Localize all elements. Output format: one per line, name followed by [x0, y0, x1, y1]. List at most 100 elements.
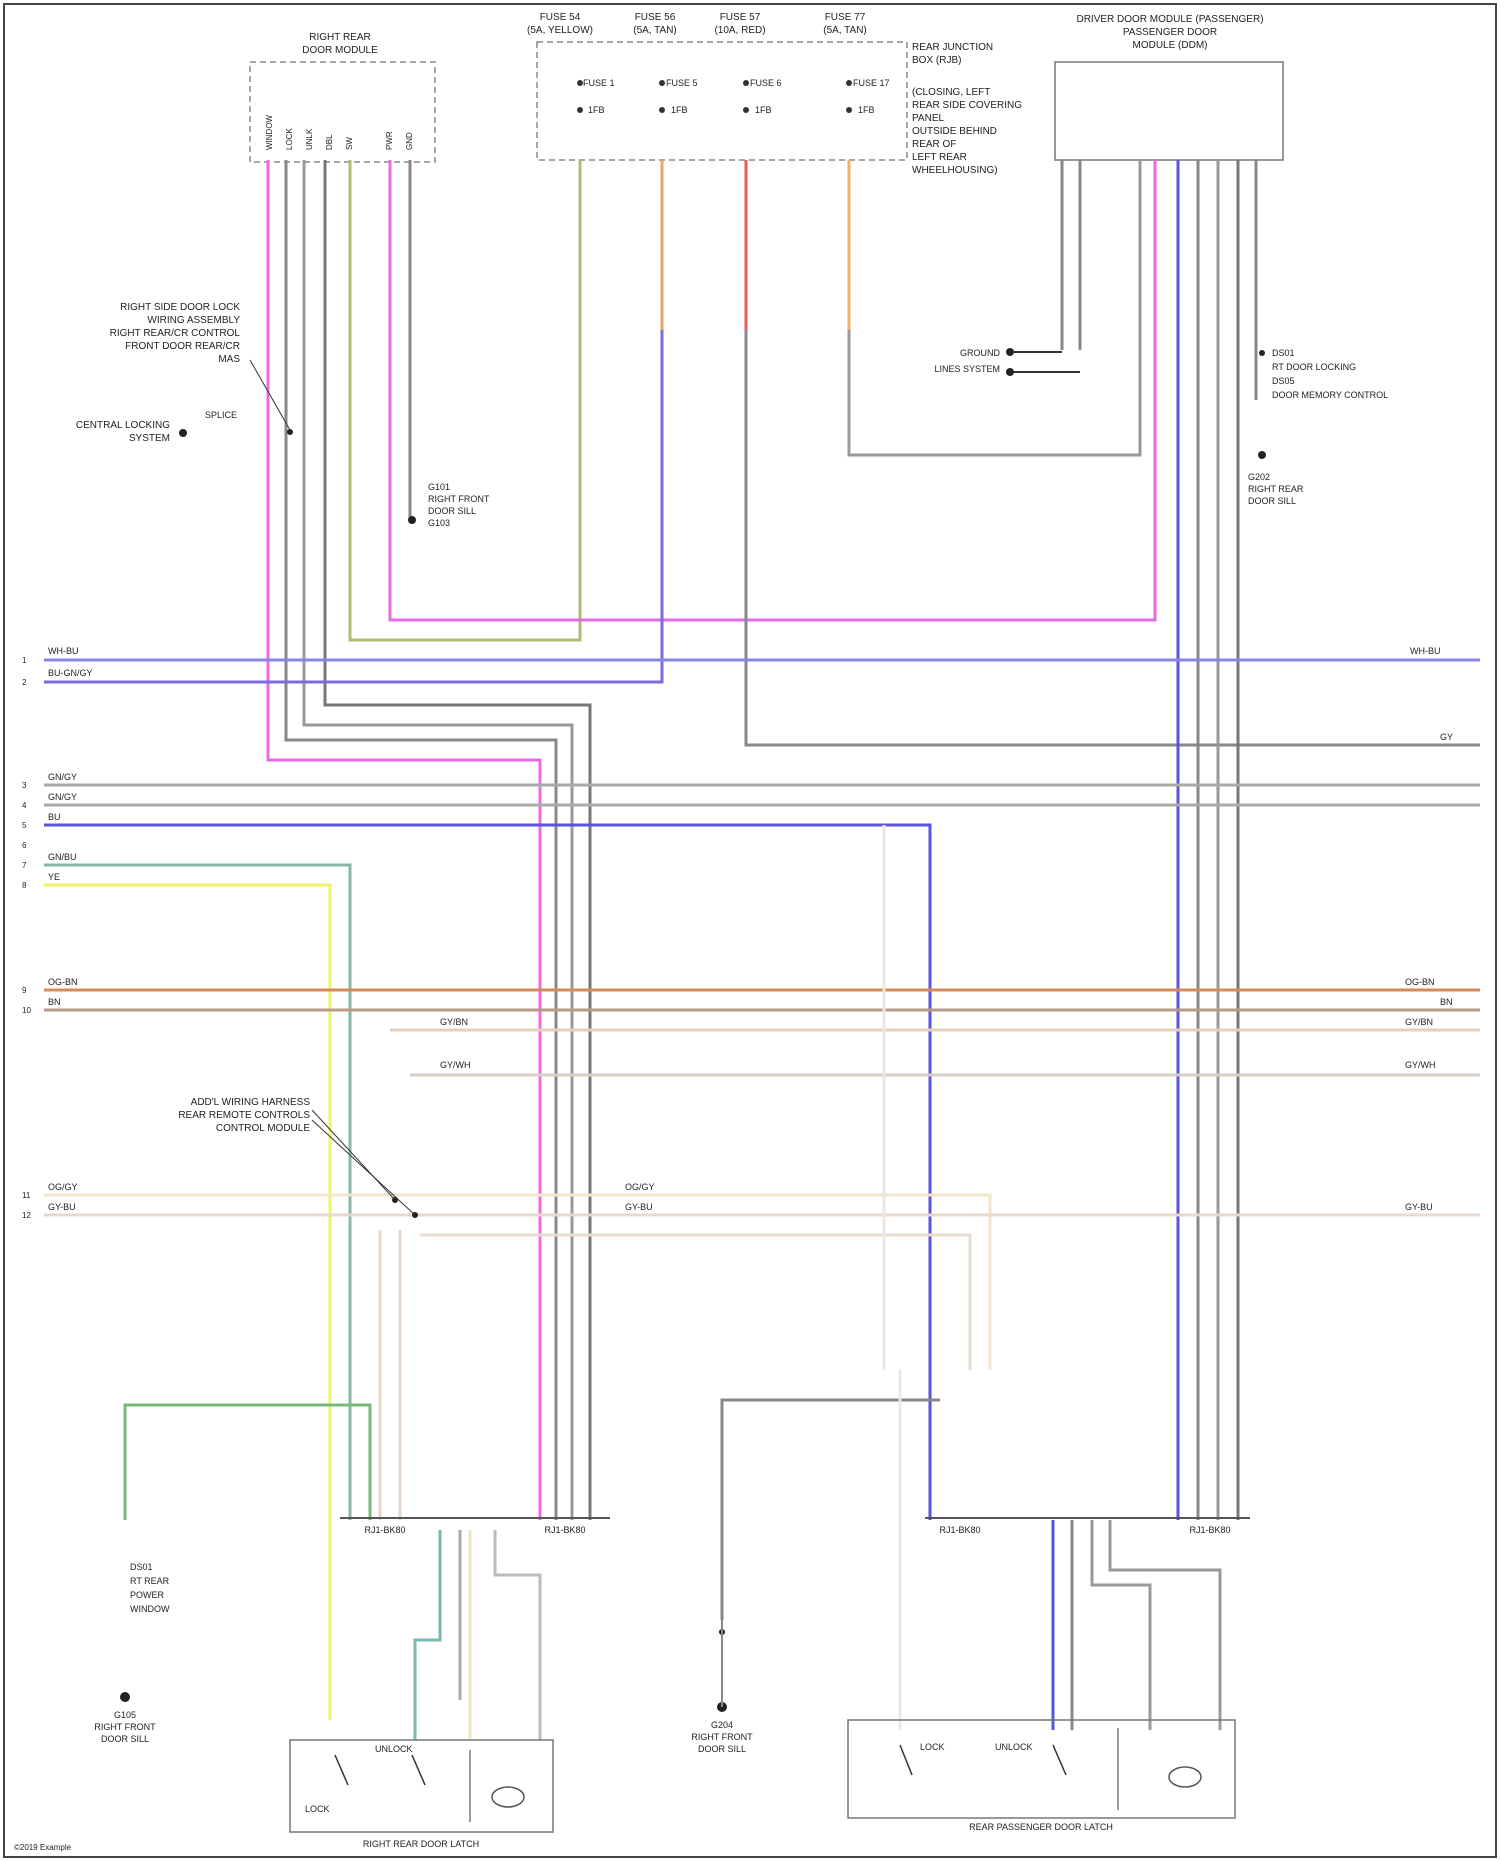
connector-note-4: DOOR MEMORY CONTROL [1272, 390, 1388, 400]
note-line-7: OUTSIDE BEHIND [912, 126, 997, 137]
mid-callout-line-3: CONTROL MODULE [216, 1123, 310, 1134]
bus-num-10: 10 [22, 1006, 31, 1015]
left-ground-callout: RIGHT SIDE DOOR LOCK WIRING ASSEMBLY RIG… [110, 302, 290, 430]
note-line-1: REAR JUNCTION [912, 42, 993, 53]
fuse-56-amps: (5A, TAN) [633, 25, 677, 36]
svg-text:SW: SW [345, 137, 354, 150]
latch-title: RIGHT REAR DOOR LATCH [363, 1839, 479, 1849]
bus-label-br: BN [48, 997, 61, 1007]
ground-line-3: DOOR SILL [101, 1734, 149, 1744]
module-title-line-1: DRIVER DOOR MODULE (PASSENGER) [1076, 14, 1263, 25]
fuse-77-name: FUSE 77 [825, 12, 866, 23]
bus-num-2: 2 [22, 678, 27, 687]
fuse-54-name: FUSE 54 [540, 12, 581, 23]
bus-label-og-br-right: OG-BN [1405, 977, 1435, 987]
note-line-2: BOX (RJB) [912, 55, 961, 66]
bus-label-gy-bu: GY-BU [48, 1202, 76, 1212]
ground-terminal [408, 516, 416, 524]
grounds-line-1: GROUND [960, 348, 1000, 358]
mid-callout: ADD'L WIRING HARNESS REAR REMOTE CONTROL… [178, 1097, 418, 1218]
grounds-line-2: LINES SYSTEM [934, 364, 1000, 374]
latch-switch-label: UNLOCK [375, 1744, 413, 1754]
fuse-77-pin: 1FB [858, 105, 875, 115]
bus-label-wh-bu-right: WH-BU [1410, 646, 1441, 656]
connector-dot [1259, 350, 1265, 356]
bus-pale-3 [44, 1195, 990, 1370]
module-title-line-2: PASSENGER DOOR [1123, 27, 1217, 38]
mid-callout-dot-1 [392, 1197, 398, 1203]
ground-upper-left: G101 RIGHT FRONT DOOR SILL G103 [408, 482, 490, 528]
fuse-57-name: FUSE 57 [720, 12, 761, 23]
callout-line-2: WIRING ASSEMBLY [147, 315, 240, 326]
module-title-line-1: RIGHT REAR [309, 32, 371, 43]
svg-text:LOCK: LOCK [285, 128, 294, 150]
connector-c: RJ1-BK80 [939, 1525, 980, 1535]
wire-magenta-1 [268, 160, 540, 1520]
wire-gray-low-2 [495, 1530, 540, 1740]
callout-line-1: RIGHT SIDE DOOR LOCK [120, 302, 240, 313]
passenger-door-module: DRIVER DOOR MODULE (PASSENGER) PASSENGER… [1055, 14, 1283, 160]
bus-label-og-gy: OG/GY [48, 1182, 78, 1192]
note-line-8: REAR OF [912, 139, 956, 150]
bus-num-11: 11 [22, 1191, 31, 1200]
fuse-box: FUSE 54 (5A, YELLOW) FUSE 56 (5A, TAN) F… [527, 12, 1022, 176]
fuse-contacts: FUSE 1 1FB FUSE 5 1FB FUSE 6 1FB FUSE 17… [583, 78, 890, 115]
fuse-77-contact: FUSE 17 [853, 78, 890, 88]
right-connector-notes: DS01 RT DOOR LOCKING DS05 DOOR MEMORY CO… [1259, 348, 1388, 400]
wire-gray-low-5 [1092, 1520, 1150, 1730]
module-title-line-2: DOOR MODULE [302, 45, 378, 56]
bus-pale-5 [420, 1235, 970, 1370]
ground-terminal [1258, 451, 1266, 459]
bus-label-gy-br-right: GY/BN [1405, 1017, 1433, 1027]
note-line-6: PANEL [912, 113, 944, 124]
bus-label-gy-wh: GY/WH [440, 1060, 471, 1070]
ground-right: G202 RIGHT REAR DOOR SILL [1248, 451, 1304, 506]
switch-contact-1 [900, 1745, 912, 1775]
bus-label-bu: BU [48, 812, 61, 822]
connector-a: RJ1-BK80 [364, 1525, 405, 1535]
splice-label: SPLICE [205, 410, 237, 420]
fuse-56-contact: FUSE 5 [666, 78, 698, 88]
bus-num-8: 8 [22, 881, 27, 890]
wire-gray-low-3 [722, 1400, 940, 1620]
bus-label-og-br: OG-BN [48, 977, 78, 987]
switch-contact-1 [335, 1755, 348, 1785]
ground-line-2: RIGHT FRONT [428, 494, 490, 504]
ground-line-2: RIGHT FRONT [94, 1722, 156, 1732]
mid-callout-dot-2 [412, 1212, 418, 1218]
ground-line-1: G202 [1248, 472, 1270, 482]
connector-row: RJ1-BK80 RJ1-BK80 RJ1-BK80 RJ1-BK80 [340, 1518, 1250, 1535]
bus-num-1: 1 [22, 656, 27, 665]
bus-label-gy-bu-mid: GY-BU [625, 1202, 653, 1212]
latch-lock-label: LOCK [305, 1804, 330, 1814]
callout-line-3: RIGHT REAR/CR CONTROL [110, 328, 241, 339]
svg-text:UNLK: UNLK [305, 128, 314, 150]
module-title-line-3: MODULE (DDM) [1133, 40, 1208, 51]
bus-label-bu-gy: BU-GN/GY [48, 668, 93, 678]
lock-motor-icon [1169, 1767, 1201, 1787]
connector-note-1: DS01 [1272, 348, 1295, 358]
bus-num-7: 7 [22, 861, 27, 870]
bus-label-ye: YE [48, 872, 60, 882]
bus-gray-teal [44, 865, 350, 1520]
mid-callout-leader-1 [312, 1110, 395, 1200]
bus-label-gy-right: GY [1440, 732, 1453, 742]
bus-num-12: 12 [22, 1211, 31, 1220]
mid-callout-leader-2 [312, 1120, 415, 1215]
fuse-54-amps: (5A, YELLOW) [527, 25, 593, 36]
bus-num-3: 3 [22, 781, 27, 790]
switch-contact-2 [412, 1755, 425, 1785]
svg-text:DBL: DBL [325, 134, 334, 150]
bus-numbers: 1 2 3 4 5 6 7 8 9 10 11 12 [22, 656, 31, 1220]
bus-label-gy-wh-right: GY/WH [1405, 1060, 1436, 1070]
connector-note-2: RT DOOR LOCKING [1272, 362, 1356, 372]
grounds-right: GROUND LINES SYSTEM [934, 348, 1080, 376]
latch-title: REAR PASSENGER DOOR LATCH [969, 1822, 1113, 1832]
bus-label-ye-gy: GN/GY [48, 772, 77, 782]
latch-switch-label: LOCK [920, 1742, 945, 1752]
ground-line-2: RIGHT FRONT [691, 1732, 753, 1742]
fuse-54-pin: 1FB [588, 105, 605, 115]
ground-line-3: DOOR SILL [428, 506, 476, 516]
bus-num-4: 4 [22, 801, 27, 810]
